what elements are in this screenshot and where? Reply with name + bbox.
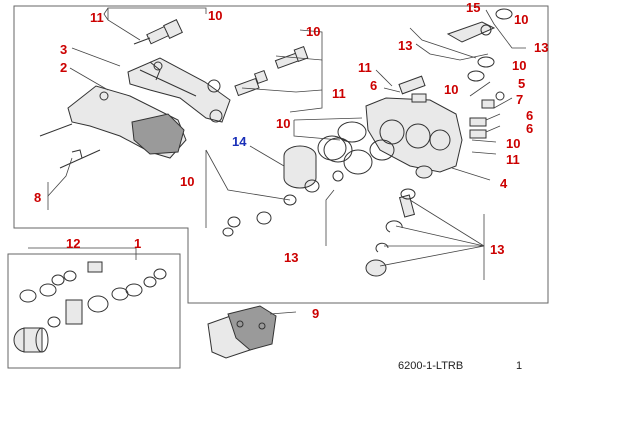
callout-4: 4 xyxy=(500,176,508,191)
callout-9: 9 xyxy=(312,306,319,321)
callout-10-top-right: 10 xyxy=(514,12,528,27)
callout-10-left-lower: 10 xyxy=(180,174,194,189)
callout-10-right-upper: 10 xyxy=(512,58,526,73)
callout-labels: 15 10 11 10 13 13 10 3 2 11 11 10 6 10 5… xyxy=(34,0,548,321)
mounting-plate xyxy=(67,85,187,159)
bleed-screw-hardware xyxy=(398,75,505,139)
bolt-set-upper-middle xyxy=(234,46,309,97)
callout-10-small-right: 10 xyxy=(444,82,458,97)
callout-11-top-left: 11 xyxy=(90,10,104,25)
callout-6-right-a: 6 xyxy=(526,108,533,123)
brake-pads xyxy=(207,305,277,359)
callout-13-upper-mid: 13 xyxy=(398,38,412,53)
callout-11-mid: 11 xyxy=(332,86,346,101)
callout-5: 5 xyxy=(518,76,525,91)
callout-10-left-mid: 10 xyxy=(276,116,290,131)
callout-13-lower-right: 13 xyxy=(490,242,504,257)
anchor-bracket xyxy=(127,57,231,123)
leader-lines xyxy=(28,7,526,315)
callout-11-right-lower: 11 xyxy=(506,152,520,167)
callout-13-center: 13 xyxy=(284,250,298,265)
callout-11-upper-right: 11 xyxy=(358,60,372,75)
page-number: 1 xyxy=(516,360,522,372)
callout-13-upper-right: 13 xyxy=(534,40,548,55)
callout-10-upper-mid: 10 xyxy=(306,24,320,39)
kit-inset-frame xyxy=(7,253,181,369)
slide-bolt-assembly xyxy=(133,19,183,45)
callout-2: 2 xyxy=(60,60,67,75)
caliper-housing xyxy=(365,97,463,173)
kit-contents xyxy=(13,261,167,353)
callout-15: 15 xyxy=(466,0,480,15)
guide-pins xyxy=(39,123,101,169)
callout-1: 1 xyxy=(134,236,141,251)
piston-and-seals xyxy=(222,121,395,237)
sleeve-and-boots xyxy=(365,165,433,277)
callout-12: 12 xyxy=(66,236,80,251)
callout-10-top-left: 10 xyxy=(208,8,222,23)
callout-14: 14 xyxy=(232,134,247,149)
link-arm xyxy=(446,8,513,82)
callout-6-upper: 6 xyxy=(370,78,377,93)
main-frame xyxy=(13,5,549,304)
callout-7: 7 xyxy=(516,92,523,107)
callout-3: 3 xyxy=(60,42,67,57)
callout-6-right-b: 6 xyxy=(526,121,533,136)
drawing-code: 6200-1-LTRB xyxy=(398,360,463,372)
callout-8: 8 xyxy=(34,190,41,205)
callout-10-right-lower: 10 xyxy=(506,136,520,151)
